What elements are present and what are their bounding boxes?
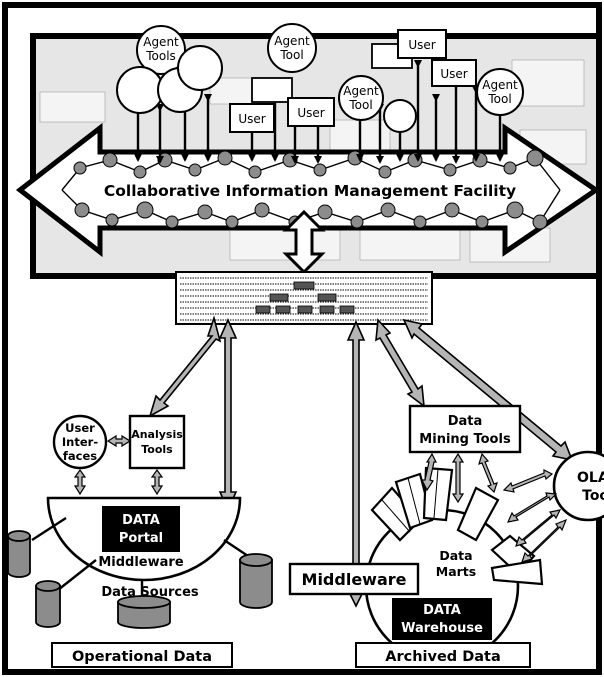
data-warehouse-label: Warehouse bbox=[401, 621, 483, 636]
analysis-tools-box bbox=[130, 416, 184, 468]
data-portal-label: DATA bbox=[122, 513, 160, 528]
operational-caption: Operational Data bbox=[72, 649, 212, 665]
data-source-cylinder bbox=[36, 581, 60, 627]
agent-tool-label: Tool bbox=[348, 98, 372, 112]
agent-tools-label: Agent bbox=[143, 35, 179, 49]
analysis-tools-label: Analysis bbox=[131, 428, 183, 441]
user-label: User bbox=[408, 38, 435, 52]
data-warehouse-label: DATA bbox=[423, 603, 461, 618]
agent-node bbox=[384, 100, 416, 132]
agent-tool-label: Tool bbox=[279, 48, 303, 62]
data-mining-label: Mining Tools bbox=[419, 432, 511, 447]
analysis-tools-label: Tools bbox=[141, 443, 173, 456]
operational-middleware-label: Middleware bbox=[98, 555, 183, 570]
user-interfaces-label: Inter- bbox=[62, 435, 98, 449]
data-mining-label: Data bbox=[448, 414, 483, 429]
archived-caption: Archived Data bbox=[385, 649, 501, 665]
user-label: User bbox=[440, 67, 467, 81]
user-box bbox=[252, 78, 292, 102]
data-marts-label: Marts bbox=[436, 564, 476, 579]
olap-tool-label: OLAP bbox=[577, 470, 604, 486]
binary-data-block bbox=[176, 272, 432, 324]
olap-tool-label: Tool bbox=[582, 488, 604, 504]
data-source-cylinder bbox=[8, 531, 30, 577]
agent-tool-label: Tool bbox=[487, 92, 511, 106]
data-marts-label: Data bbox=[439, 548, 472, 563]
data-sources-label: Data Sources bbox=[101, 585, 199, 600]
user-label: User bbox=[238, 112, 265, 126]
archived-middleware-label: Middleware bbox=[302, 570, 407, 589]
agent-tool-label: Agent bbox=[482, 78, 518, 92]
agent-tool-label: Agent bbox=[274, 34, 310, 48]
user-interfaces-label: faces bbox=[63, 449, 97, 463]
data-source-cylinder bbox=[240, 554, 272, 608]
facility-banner-title: Collaborative Information Management Fac… bbox=[104, 182, 516, 200]
data-portal-label: Portal bbox=[119, 531, 163, 546]
user-label: User bbox=[297, 106, 324, 120]
data-source-cylinder bbox=[118, 596, 170, 628]
agent-tools-label: Tools bbox=[145, 49, 176, 63]
user-interfaces-label: User bbox=[65, 421, 95, 435]
agent-tool-label: Agent bbox=[343, 84, 379, 98]
